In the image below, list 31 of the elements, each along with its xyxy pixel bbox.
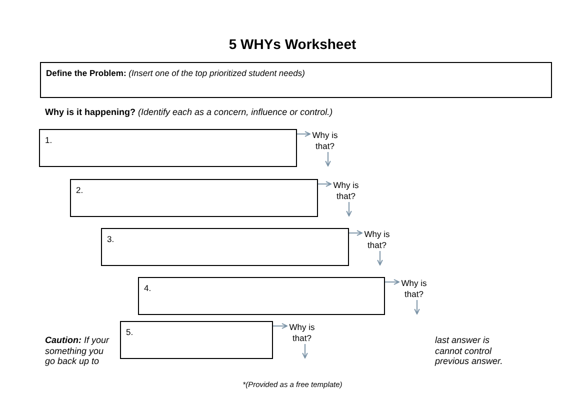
answer-box [120,321,273,359]
answer-box [39,129,297,167]
arrow [318,181,332,187]
prompt-text: Define the Problem: (Insert one of the top prioritized student needs) [46,68,305,78]
arrow [348,230,362,236]
question-text: Why is that? [399,278,429,300]
arrow [296,131,310,137]
number-label: 2. [76,185,84,195]
number-label: 3. [107,234,114,244]
answer-box [101,228,349,266]
arrow [272,323,288,329]
number-label: 5. [126,327,134,337]
number-label: 1. [45,135,52,145]
question-text: Why is that? [362,229,392,251]
arrow [346,202,352,216]
caution-note: last answer is cannot control previous answer. [435,335,504,366]
title: 5 WHYs Worksheet [228,36,356,52]
question-text: Why is that? [331,180,361,202]
arrow [325,152,331,166]
caution-note: Caution: If your something you go back up to [45,335,110,366]
question-text: Why is that? [310,130,340,152]
arrow [384,279,400,285]
answer-box [70,179,318,217]
answer-box [40,62,552,98]
answer-box [138,277,385,315]
arrow [377,250,383,266]
question-text: Why is that? [287,322,317,344]
number-label: 4. [144,283,152,293]
arrow [414,300,420,314]
instruction-text: Why is it happening? (Identify each as a concern, influence or control.) [45,107,333,118]
arrow [302,344,308,358]
